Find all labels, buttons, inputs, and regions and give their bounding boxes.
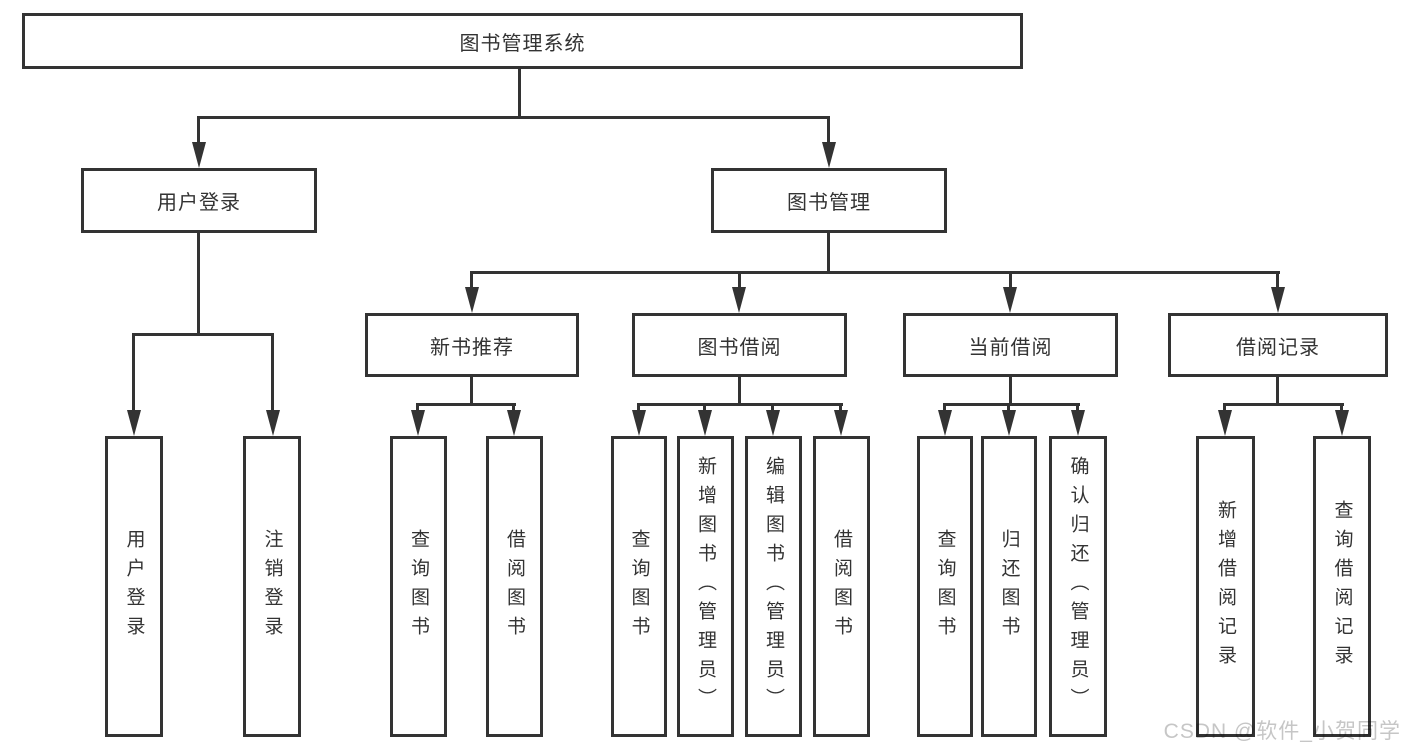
connector-line (197, 116, 200, 146)
arrowhead-icon (1218, 410, 1232, 436)
node-new-book-recommendation: 新书推荐 (365, 313, 579, 377)
connector-line (943, 403, 946, 413)
connector-line (1009, 376, 1012, 406)
connector-line (470, 271, 1280, 274)
connector-line (637, 403, 843, 406)
leaf-query-books-recommend: 查询图书 (390, 436, 447, 737)
connector-line (1223, 403, 1226, 413)
arrowhead-icon (1071, 410, 1085, 436)
connector-line (1276, 271, 1279, 290)
connector-line (943, 403, 1080, 406)
node-user-login: 用户登录 (81, 168, 317, 233)
node-current-borrowing: 当前借阅 (903, 313, 1118, 377)
connector-line (1340, 403, 1343, 413)
arrowhead-icon (834, 410, 848, 436)
node-library-system: 图书管理系统 (22, 13, 1023, 69)
leaf-confirm-return-admin: 确认归还（管理员） (1049, 436, 1107, 737)
connector-line (518, 68, 521, 118)
leaf-query-borrow-record: 查询借阅记录 (1313, 436, 1371, 737)
arrowhead-icon (411, 410, 425, 436)
arrowhead-icon (822, 142, 836, 168)
connector-line (1276, 376, 1279, 406)
arrowhead-icon (766, 410, 780, 436)
connector-line (197, 232, 200, 336)
arrowhead-icon (1271, 287, 1285, 313)
arrowhead-icon (507, 410, 521, 436)
node-borrowing-records: 借阅记录 (1168, 313, 1388, 377)
connector-line (827, 116, 830, 146)
connector-line (470, 271, 473, 290)
node-book-borrowing: 图书借阅 (632, 313, 847, 377)
connector-line (271, 333, 274, 413)
connector-line (1009, 271, 1012, 290)
arrowhead-icon (632, 410, 646, 436)
leaf-user-login: 用户登录 (105, 436, 163, 737)
connector-line (1007, 403, 1010, 413)
arrowhead-icon (698, 410, 712, 436)
leaf-logout: 注销登录 (243, 436, 301, 737)
arrowhead-icon (266, 410, 280, 436)
leaf-return-book: 归还图书 (981, 436, 1037, 737)
watermark: CSDN @软件_小贺同学 (1163, 720, 1401, 743)
connector-line (416, 403, 419, 413)
arrowhead-icon (938, 410, 952, 436)
arrowhead-icon (127, 410, 141, 436)
connector-line (470, 376, 473, 406)
arrowhead-icon (1335, 410, 1349, 436)
arrowhead-icon (1002, 410, 1016, 436)
node-book-management: 图书管理 (711, 168, 947, 233)
connector-line (132, 333, 135, 413)
arrowhead-icon (465, 287, 479, 313)
arrowhead-icon (1003, 287, 1017, 313)
leaf-query-books-current: 查询图书 (917, 436, 973, 737)
connector-line (703, 403, 706, 413)
connector-line (771, 403, 774, 413)
arrowhead-icon (192, 142, 206, 168)
arrowhead-icon (732, 287, 746, 313)
connector-line (827, 232, 830, 274)
leaf-add-borrow-record: 新增借阅记录 (1196, 436, 1255, 737)
connector-line (132, 333, 274, 336)
connector-line (738, 271, 741, 290)
leaf-query-books-borrow: 查询图书 (611, 436, 667, 737)
connector-line (1223, 403, 1344, 406)
connector-line (416, 403, 516, 406)
leaf-borrow-books: 借阅图书 (813, 436, 870, 737)
connector-line (738, 376, 741, 406)
connector-line (1076, 403, 1079, 413)
leaf-add-book-admin: 新增图书（管理员） (677, 436, 734, 737)
leaf-edit-book-admin: 编辑图书（管理员） (745, 436, 802, 737)
leaf-borrow-books-recommend: 借阅图书 (486, 436, 543, 737)
connector-line (839, 403, 842, 413)
connector-line (637, 403, 640, 413)
connector-line (197, 116, 830, 119)
connector-line (512, 403, 515, 413)
